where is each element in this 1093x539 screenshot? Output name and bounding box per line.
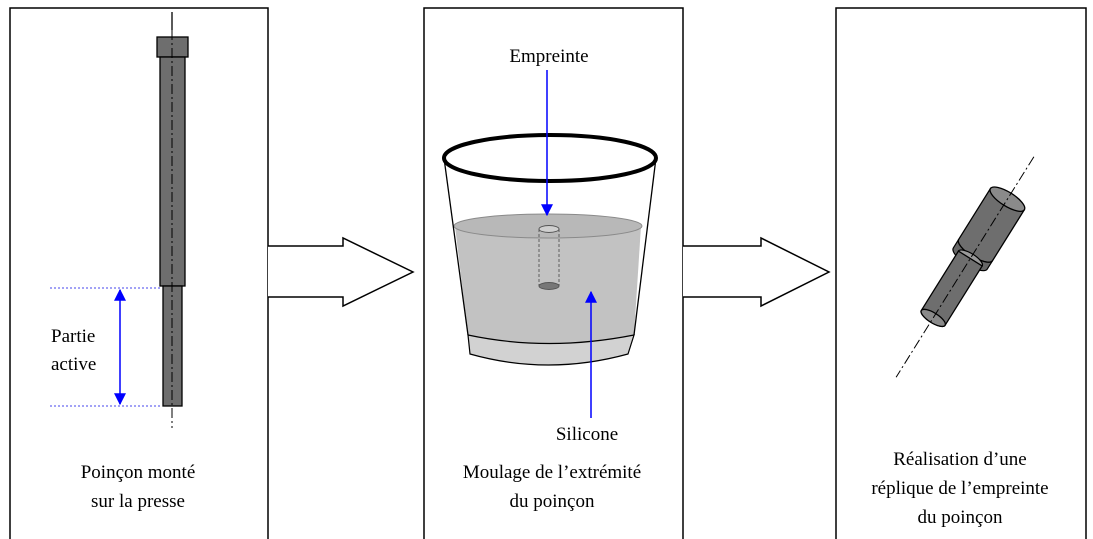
imprint-label: Empreinte	[509, 46, 588, 67]
cup-rim	[442, 133, 658, 183]
right-caption-line2: réplique de l’empreinte	[871, 478, 1048, 499]
mold-cup	[442, 133, 658, 366]
punch-drawing	[156, 12, 189, 428]
middle-caption-line1: Moulage de l’extrémité	[463, 462, 641, 483]
right-caption-line3: du poinçon	[918, 507, 1003, 528]
replica-drawing	[895, 156, 1035, 378]
active-part-label-line1: Partie	[51, 326, 95, 347]
left-caption-line1: Poinçon monté	[81, 462, 196, 483]
cup-base	[467, 334, 635, 366]
middle-caption-line2: du poinçon	[510, 491, 595, 512]
panel-left-frame	[9, 7, 269, 539]
panel-right-frame	[835, 7, 1087, 539]
silicone-label: Silicone	[556, 424, 618, 445]
cavity-bottom	[538, 282, 560, 290]
transition-arrow-2	[683, 236, 831, 308]
cavity-top	[538, 225, 560, 233]
right-caption-line1: Réalisation d’une	[893, 449, 1027, 470]
transition-arrow-1	[268, 236, 415, 308]
left-caption-line2: sur la presse	[91, 491, 185, 512]
active-part-label-line2: active	[51, 354, 96, 375]
